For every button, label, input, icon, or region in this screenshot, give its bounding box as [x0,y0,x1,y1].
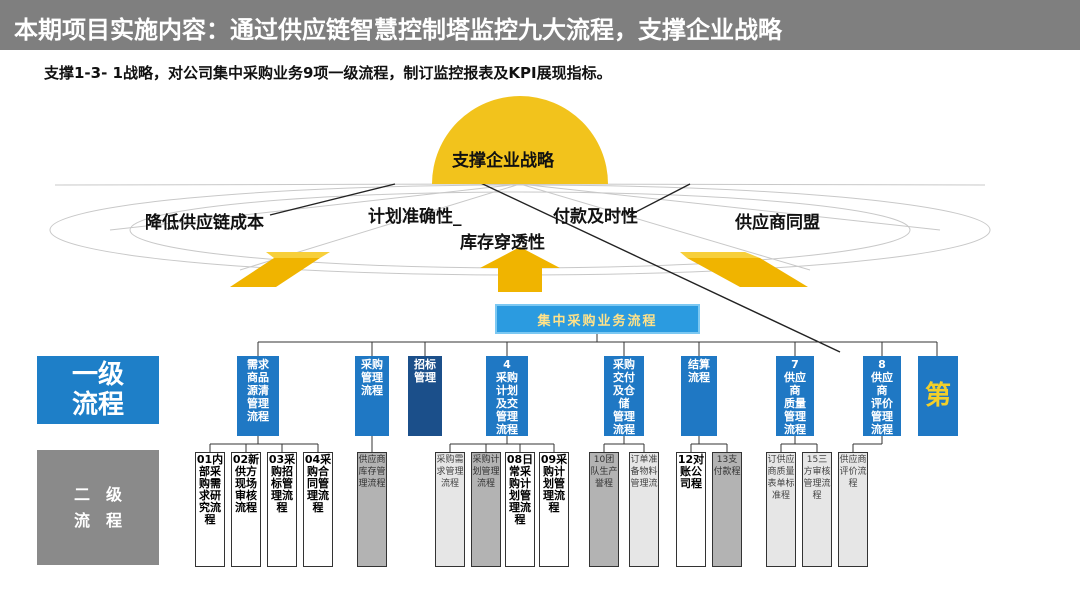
level2-process-03: 03采购招标管理流程 [267,452,297,567]
level2-process-11: 订单准备物料管理流 [629,452,659,567]
level1-process-8: 8 供应 商 评价 管理 流程 [863,356,901,436]
fan-ray-2 [109,183,521,231]
main-process-box: 集中采购业务流程 [495,304,700,334]
strategy-center-label: 支撑企业战略 [452,151,554,171]
goal-inventory-visibility: 库存穿透性 [460,233,545,253]
level2-process-02: 02新供方现场审核流程 [231,452,261,567]
level2-process-15: 15三方审核管理流程 [802,452,832,567]
level1-process-5: 采购 交付 及仓 储 管理 流程 [604,356,644,436]
level2-process-05: 供应商库存管理流程 [357,452,387,567]
arrow-left-tip [266,252,330,258]
goal-payment-timeliness: 付款及时性 [553,207,638,227]
level1-process-9: 第 [918,356,958,436]
dark-line-left [269,183,396,216]
diagonal-line [469,177,841,353]
level2-process-13: 13支付款程 [712,452,742,567]
fan-ray-1 [54,183,521,186]
level1-process-7: 7 供应 商 质量 管理 流程 [776,356,814,436]
fan-ray-5 [519,183,941,231]
connector-tree [209,334,938,452]
level2-tag: 二 级 流 程 [37,450,159,565]
level1-process-2: 采购 管理 流程 [355,356,389,436]
title-bar [0,0,1080,50]
level1-process-1: 需求 商品 源清 管理 流程 [237,356,279,436]
level1-process-6: 结算 流程 [681,356,717,436]
level2-process-07: 采购计划管理流程 [471,452,501,567]
level2-process-04: 04采购合同管理流程 [303,452,333,567]
level1-process-3: 招标 管理 [408,356,442,436]
level1-tag: 一级 流程 [37,356,159,424]
level2-process-06: 采购需求管理流程 [435,452,465,567]
page-subtitle: 支撑1-3- 1战略，对公司集中采购业务9项一级流程，制订监控报表及KPI展现指… [44,64,612,82]
arrow-center [480,247,560,292]
level2-process-14: 订供应商质量表单标准程 [766,452,796,567]
arrow-left [230,258,320,287]
goal-plan-accuracy: 计划准确性_ [368,207,462,227]
page-title: 本期项目实施内容：通过供应链智慧控制塔监控九大流程，支撑企业战略 [14,16,782,44]
goal-supplier-alliance: 供应商同盟 [735,213,820,233]
level1-process-4: 4 采购 计划 及交 管理 流程 [486,356,528,436]
arrow-right-tip [680,252,760,258]
goal-reduce-cost: 降低供应链成本 [145,213,264,233]
fan-ray-6 [519,183,811,271]
dark-line-right [629,183,691,216]
arrow-right [687,258,808,287]
level2-process-16: 供应商评价流程 [838,452,868,567]
level2-process-01: 01内部采购需求研究流程 [195,452,225,567]
level2-tag-label: 二 级 流 程 [73,484,122,530]
sun-shape [432,96,608,184]
level2-process-10: 10团队生产誉程 [589,452,619,567]
level2-process-09: 09采购计划管理流程 [539,452,569,567]
level2-process-12: 12对账公司程 [676,452,706,567]
fan-ray-4 [519,183,986,186]
level2-process-08: 08日常采购计划管理流程 [505,452,535,567]
level1-tag-label: 一级 流程 [71,360,124,420]
